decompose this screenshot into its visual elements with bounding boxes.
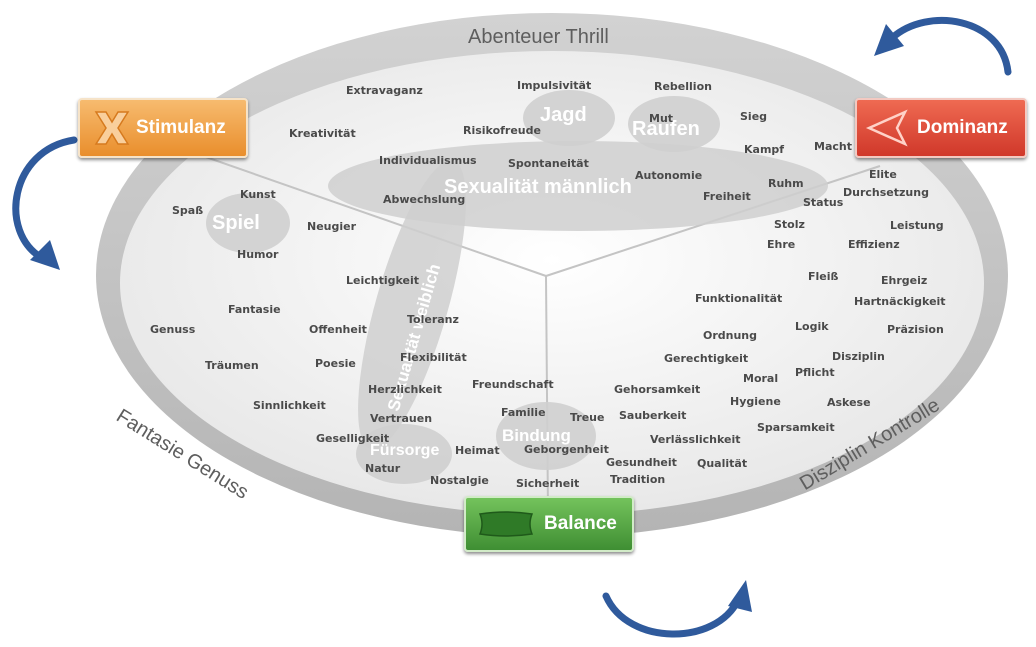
cluster-label-fuersorge: Fürsorge	[370, 442, 440, 459]
word-vertrauen: Vertrauen	[370, 412, 433, 425]
word-risikofreude: Risikofreude	[463, 124, 541, 137]
arrow-left-head	[30, 240, 60, 270]
word-spontaneitaet: Spontaneität	[508, 157, 589, 170]
word-poesie: Poesie	[315, 357, 356, 370]
word-rebellion: Rebellion	[654, 80, 712, 93]
word-individualismus: Individualismus	[379, 154, 477, 167]
cluster-shape-jagd	[523, 90, 615, 146]
cluster-shape-raufen	[628, 96, 720, 152]
word-stolz: Stolz	[774, 218, 805, 231]
word-pflicht: Pflicht	[795, 366, 835, 379]
word-leistung: Leistung	[890, 219, 944, 232]
word-spass: Spaß	[172, 204, 204, 217]
word-mut: Mut	[649, 112, 674, 125]
pole-label-balance: Balance	[544, 513, 617, 534]
pole-stimulanz: Stimulanz	[78, 98, 248, 158]
cluster-shape-spiel	[206, 193, 290, 253]
cluster-label-bindung: Bindung	[502, 426, 571, 445]
pole-label-dominanz: Dominanz	[917, 117, 1008, 138]
arrow-bottom	[602, 592, 742, 638]
word-offenheit: Offenheit	[309, 323, 367, 336]
word-elite: Elite	[869, 168, 897, 181]
word-geborgenheit: Geborgenheit	[524, 443, 609, 456]
word-disziplin: Disziplin	[832, 350, 885, 363]
word-herzlichkeit: Herzlichkeit	[368, 383, 442, 396]
word-macht: Macht	[814, 140, 852, 153]
word-neugier: Neugier	[307, 220, 357, 233]
word-qualitaet: Qualität	[697, 457, 748, 470]
x-cross-icon	[94, 111, 130, 145]
word-ruhm: Ruhm	[768, 177, 804, 190]
word-fleiss: Fleiß	[808, 270, 839, 283]
word-ehre: Ehre	[767, 238, 796, 251]
arrow-top-right	[888, 16, 1012, 76]
flag-arrow-icon	[865, 109, 908, 147]
cluster-label-raufen: Raufen	[632, 118, 700, 140]
word-sieg: Sieg	[740, 110, 768, 123]
cluster-label-spiel: Spiel	[212, 212, 260, 234]
cluster-shape-fuersorge	[356, 424, 452, 484]
word-ehrgeiz: Ehrgeiz	[881, 274, 928, 287]
word-natur: Natur	[365, 462, 401, 475]
word-gerechtigkeit: Gerechtigkeit	[664, 352, 749, 365]
word-hygiene: Hygiene	[730, 395, 781, 408]
word-sparsamkeit: Sparsamkeit	[757, 421, 835, 434]
word-nostalgie: Nostalgie	[430, 474, 489, 487]
word-toleranz: Toleranz	[407, 313, 459, 326]
word-kreativitaet: Kreativität	[289, 127, 356, 140]
word-heimat: Heimat	[455, 444, 500, 457]
word-logik: Logik	[795, 320, 829, 333]
word-flexibilitaet: Flexibilität	[400, 351, 467, 364]
arrow-left	[12, 136, 78, 262]
word-kunst: Kunst	[240, 188, 276, 201]
word-kampf: Kampf	[744, 143, 785, 156]
word-genuss: Genuss	[150, 323, 196, 336]
ring-label-top: Abenteuer Thrill	[468, 26, 609, 48]
word-treue: Treue	[570, 411, 605, 424]
word-askese: Askese	[827, 396, 871, 409]
arrow-top-right-head	[874, 24, 904, 56]
word-verlaesslichkeit: Verlässlichkeit	[650, 433, 741, 446]
pole-dominanz: Dominanz	[855, 98, 1027, 158]
word-freiheit: Freiheit	[703, 190, 751, 203]
word-praezision: Präzision	[887, 323, 944, 336]
pole-label-stimulanz: Stimulanz	[136, 117, 226, 138]
word-status: Status	[803, 196, 844, 209]
word-geselligkeit: Geselligkeit	[316, 432, 390, 445]
word-familie: Familie	[501, 406, 546, 419]
word-sicherheit: Sicherheit	[516, 477, 580, 490]
word-impulsivitaet: Impulsivität	[517, 79, 592, 92]
word-gehorsamkeit: Gehorsamkeit	[614, 383, 701, 396]
pillow-icon	[478, 511, 534, 537]
word-autonomie: Autonomie	[635, 169, 703, 182]
word-fantasie: Fantasie	[228, 303, 281, 316]
word-funktionalitaet: Funktionalität	[695, 292, 783, 305]
word-leichtigkeit: Leichtigkeit	[346, 274, 420, 287]
cluster-shape-bindung	[496, 402, 596, 470]
word-humor: Humor	[237, 248, 279, 261]
pole-balance: Balance	[464, 496, 634, 552]
word-moral: Moral	[743, 372, 779, 385]
word-hartnaeckigkeit: Hartnäckigkeit	[854, 295, 946, 308]
word-sinnlichkeit: Sinnlichkeit	[253, 399, 326, 412]
word-traeumen: Träumen	[205, 359, 259, 372]
divider-left	[179, 147, 547, 277]
word-gesundheit: Gesundheit	[606, 456, 677, 469]
arrow-bottom-head	[728, 580, 752, 612]
word-ordnung: Ordnung	[703, 329, 758, 342]
word-extravaganz: Extravaganz	[346, 84, 423, 97]
divider-bottom	[545, 275, 549, 515]
word-abwechslung: Abwechslung	[383, 193, 466, 206]
word-freundschaft: Freundschaft	[472, 378, 554, 391]
word-tradition: Tradition	[610, 473, 666, 486]
cluster-shape-sexualitaet-weiblich	[358, 160, 466, 450]
word-sauberkeit: Sauberkeit	[619, 409, 687, 422]
word-durchsetzung: Durchsetzung	[843, 186, 929, 199]
cluster-label-sexualitaet-maennlich: Sexualität männlich	[444, 176, 632, 198]
cluster-label-jagd: Jagd	[540, 104, 587, 126]
word-effizienz: Effizienz	[848, 238, 900, 251]
